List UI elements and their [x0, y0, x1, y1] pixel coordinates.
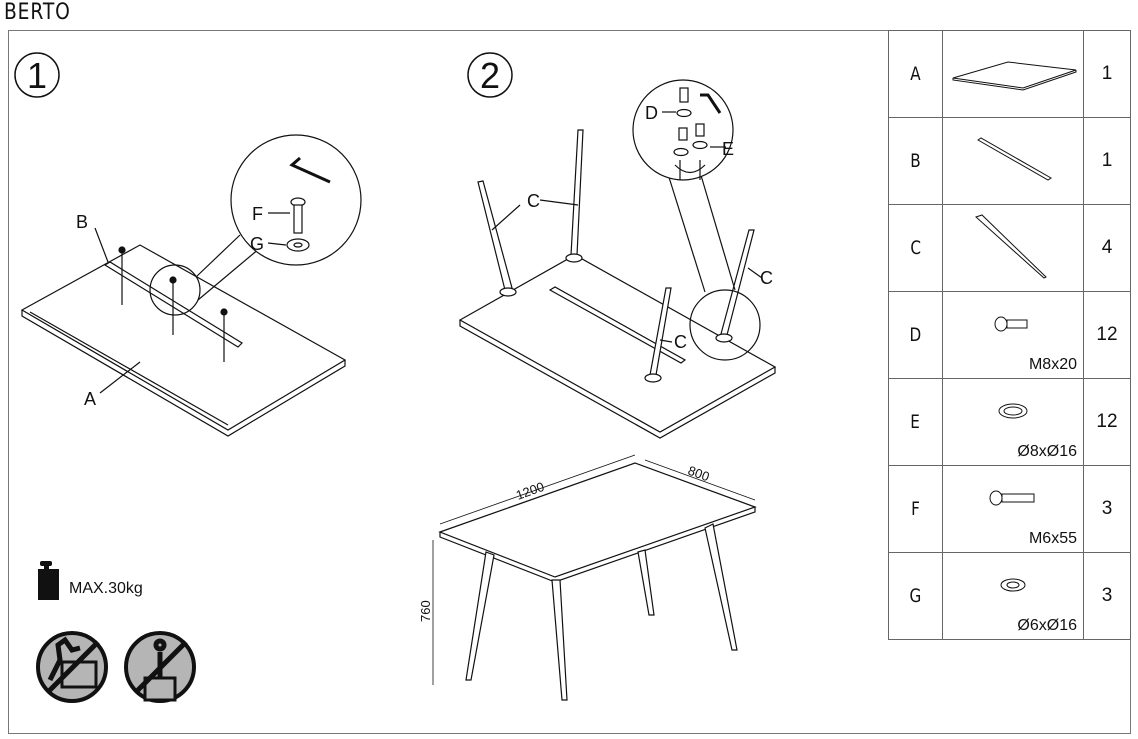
table-row: A 1 — [888, 30, 1131, 118]
part-key: F — [911, 498, 920, 520]
table-row: F M6x55 3 — [888, 465, 1131, 553]
allen-key-icon — [289, 156, 331, 184]
bolt-icon — [989, 490, 1035, 505]
part-key: B — [910, 150, 921, 172]
step-2: 2 C C C D E — [458, 52, 777, 439]
part-key: G — [909, 585, 922, 607]
dimension-height: 760 — [418, 600, 433, 622]
step-number: 2 — [480, 55, 500, 96]
part-qty: 1 — [1083, 117, 1131, 205]
part-spec: M8x20 — [1028, 356, 1077, 373]
no-standing-icon — [124, 631, 196, 703]
tabletop-icon — [952, 60, 1077, 91]
callout-c: C — [674, 332, 687, 352]
table-row: G Ø6xØ16 3 — [888, 552, 1131, 640]
part-key: E — [910, 411, 921, 433]
part-qty: 4 — [1083, 204, 1131, 292]
part-qty: 12 — [1083, 291, 1131, 379]
instruction-frame — [8, 30, 1131, 734]
callout-e: E — [722, 139, 734, 159]
tabletop-upside-down — [20, 244, 347, 437]
callout-c: C — [527, 191, 540, 211]
rail-b — [548, 286, 687, 364]
washer-icon — [1000, 578, 1026, 591]
detail-magnifier — [632, 79, 734, 181]
detail-magnifier — [230, 134, 362, 266]
legs-c — [477, 129, 755, 383]
part-qty: 1 — [1083, 30, 1131, 118]
leg-icon — [975, 213, 1047, 279]
step-number-circle — [467, 52, 513, 98]
washer-g-icon — [286, 238, 310, 252]
table-row: C 4 — [888, 204, 1131, 292]
dimension-width: 800 — [686, 463, 712, 485]
bolt-f-icon — [293, 204, 303, 234]
callout-g: G — [250, 234, 264, 254]
callout-f: F — [252, 204, 263, 224]
detail-marker-circle — [149, 264, 201, 316]
assembled-table-dimensions: 1200 800 760 — [418, 454, 757, 701]
rail-icon — [977, 136, 1052, 181]
weight-icon — [38, 561, 59, 600]
washer-icon — [998, 403, 1028, 418]
detail-marker-circle — [689, 289, 761, 361]
allen-key-icon — [700, 93, 722, 114]
table-row: B 1 — [888, 117, 1131, 205]
parts-list: A 1 B 1 C 4 D M8x20 12 E Ø8xØ16 12 F M6x… — [888, 30, 1131, 640]
callout-b: B — [76, 212, 88, 232]
max-load-warning: MAX.30kg — [38, 561, 143, 600]
callout-a: A — [84, 389, 96, 409]
part-key: C — [910, 237, 921, 259]
part-qty: 12 — [1083, 378, 1131, 466]
part-spec: Ø6xØ16 — [1017, 617, 1077, 634]
part-qty: 3 — [1083, 465, 1131, 553]
callout-d: D — [645, 103, 658, 123]
product-title: BERTO — [4, 0, 71, 25]
step-number: 1 — [27, 55, 47, 96]
max-load-label: MAX.30kg — [69, 580, 143, 597]
washer-e-icon — [676, 108, 692, 118]
no-climbing-icon — [36, 631, 108, 703]
step-1: 1 B A F G — [14, 52, 362, 437]
bolt-icon — [994, 316, 1028, 331]
step-number-circle — [14, 52, 60, 98]
part-spec: Ø8xØ16 — [1017, 443, 1077, 460]
callout-c: C — [760, 268, 773, 288]
part-key: D — [909, 324, 922, 346]
part-spec: M6x55 — [1028, 530, 1077, 547]
table-row: E Ø8xØ16 12 — [888, 378, 1131, 466]
table-row: D M8x20 12 — [888, 291, 1131, 379]
part-key: A — [910, 63, 921, 85]
rail-b — [103, 246, 243, 362]
part-qty: 3 — [1083, 552, 1131, 640]
